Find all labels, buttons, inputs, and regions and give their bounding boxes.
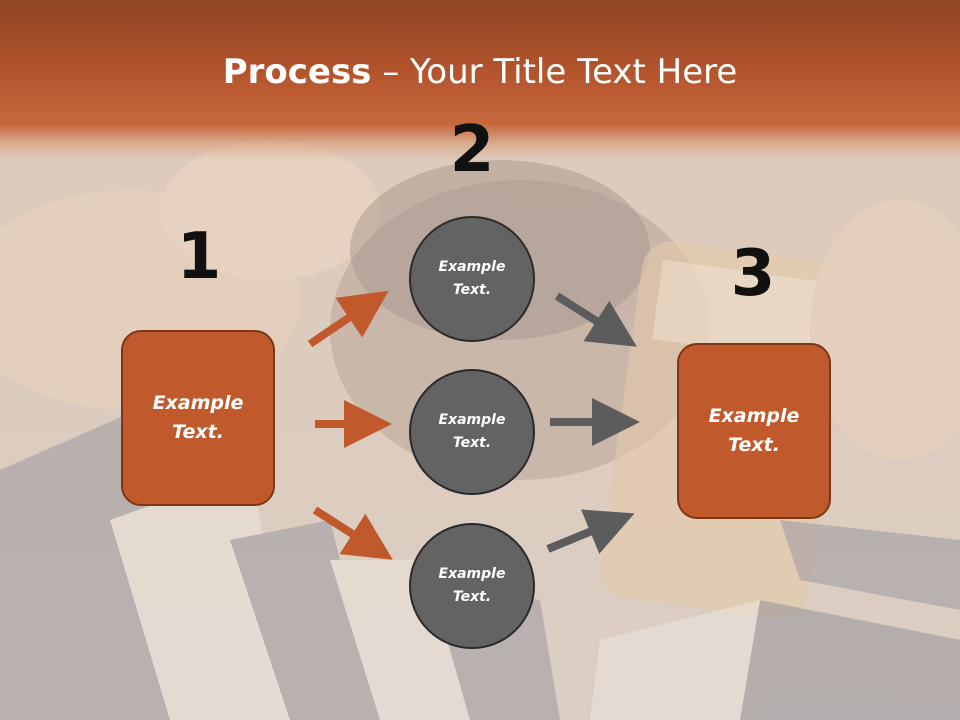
step-2-circle-bottom[interactable]: Example Text.	[409, 523, 535, 649]
arrow-1-to-circle-top	[307, 290, 389, 348]
step-1-box[interactable]: Example Text.	[121, 330, 275, 506]
step-3-box[interactable]: Example Text.	[677, 343, 831, 519]
title-band	[0, 0, 960, 160]
arrow-circle-top-to-3	[554, 292, 637, 347]
step-1-label: Example Text.	[152, 392, 244, 443]
slide-title: Process – Your Title Text Here	[0, 52, 960, 92]
step-2-circle-middle[interactable]: Example Text.	[409, 369, 535, 495]
arrow-1-to-circle-bottom	[312, 506, 393, 560]
circle-top-label: Example Text.	[438, 259, 506, 298]
step-number-1: 1	[176, 220, 222, 294]
step-number-3: 3	[730, 237, 776, 311]
arrow-circle-bottom-to-3	[546, 509, 635, 554]
circle-bottom-label: Example Text.	[438, 566, 506, 605]
step-number-2: 2	[449, 113, 495, 187]
title-rest: – Your Title Text Here	[371, 52, 738, 92]
step-3-label: Example Text.	[708, 405, 800, 456]
title-bold: Process	[222, 52, 372, 92]
step-2-circle-top[interactable]: Example Text.	[409, 216, 535, 342]
circle-middle-label: Example Text.	[438, 412, 506, 451]
